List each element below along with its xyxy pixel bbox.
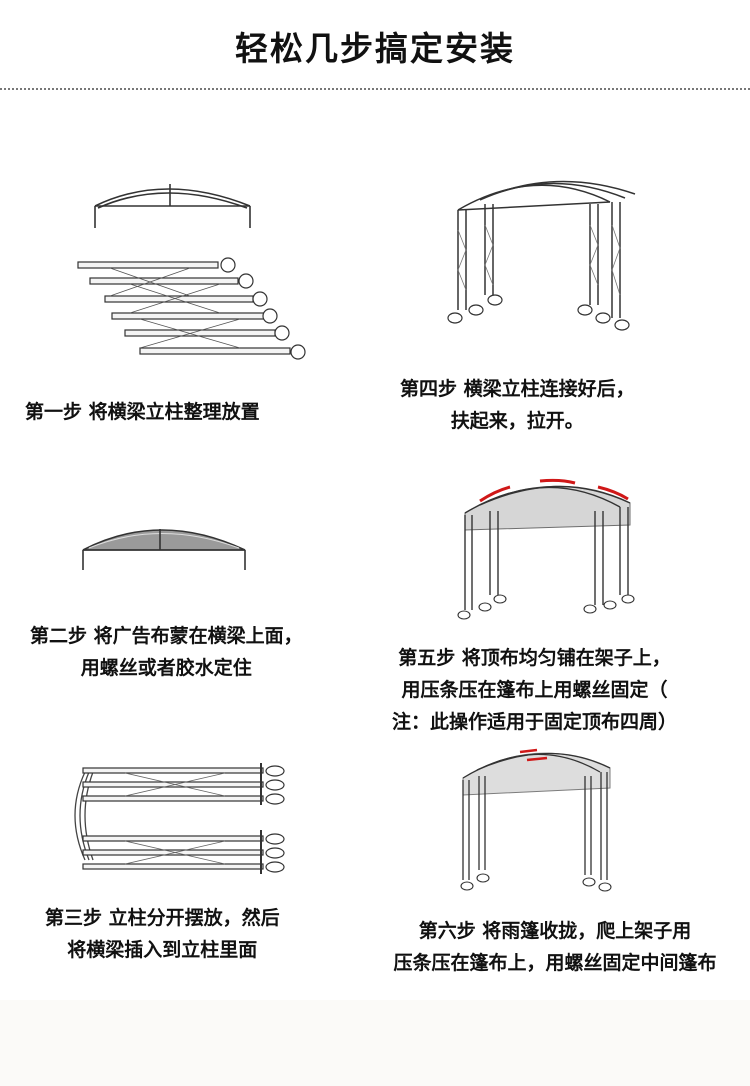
page-title: 轻松几步搞定安装	[235, 29, 515, 68]
step-2-illustration	[82, 529, 246, 570]
step-6-line-1: 第六步 将雨篷收拢，爬上架子用	[418, 920, 692, 942]
step-1-caption: 第一步 将横梁立柱整理放置	[25, 396, 260, 428]
step-1-illustration	[77, 184, 306, 360]
step-3-line-1: 第三步 立柱分开摆放，然后	[45, 907, 280, 929]
step-4-line-1: 第四步 横梁立柱连接好后，	[400, 378, 635, 400]
step-5-line-2: 用压条压在篷布上用螺丝固定（	[401, 679, 668, 701]
step-5-caption: 第五步 将顶布均匀铺在架子上， 用压条压在篷布上用螺丝固定（ 注：此操作适用于固…	[392, 642, 677, 738]
step-5-illustration	[457, 478, 635, 620]
step-3-line-2: 将横梁插入到立柱里面	[67, 939, 258, 961]
step-4-caption: 第四步 横梁立柱连接好后， 扶起来，拉开。	[400, 373, 635, 437]
step-4-line-2: 扶起来，拉开。	[450, 410, 584, 432]
step-6-caption: 第六步 将雨篷收拢，爬上架子用 压条压在篷布上，用螺丝固定中间篷布	[360, 915, 750, 979]
bottom-band	[0, 1000, 750, 1086]
step-2-line-2: 用螺丝或者胶水定住	[80, 657, 252, 679]
step-1-line-1: 第一步 将横梁立柱整理放置	[25, 401, 260, 423]
step-3-illustration	[74, 763, 285, 874]
step-6-line-2: 压条压在篷布上，用螺丝固定中间篷布	[393, 952, 717, 974]
step-6-illustration	[460, 748, 612, 892]
step-5-line-3: 注：此操作适用于固定顶布四周）	[392, 711, 678, 733]
dotted-divider	[0, 88, 750, 90]
step-2-line-1: 第二步 将广告布蒙在横梁上面，	[30, 625, 303, 647]
step-5-line-1: 第五步 将顶布均匀铺在架子上，	[398, 647, 671, 669]
step-2-caption: 第二步 将广告布蒙在横梁上面， 用螺丝或者胶水定住	[30, 620, 303, 684]
step-3-caption: 第三步 立柱分开摆放，然后 将横梁插入到立柱里面	[45, 902, 280, 966]
step-4-illustration	[447, 180, 636, 331]
